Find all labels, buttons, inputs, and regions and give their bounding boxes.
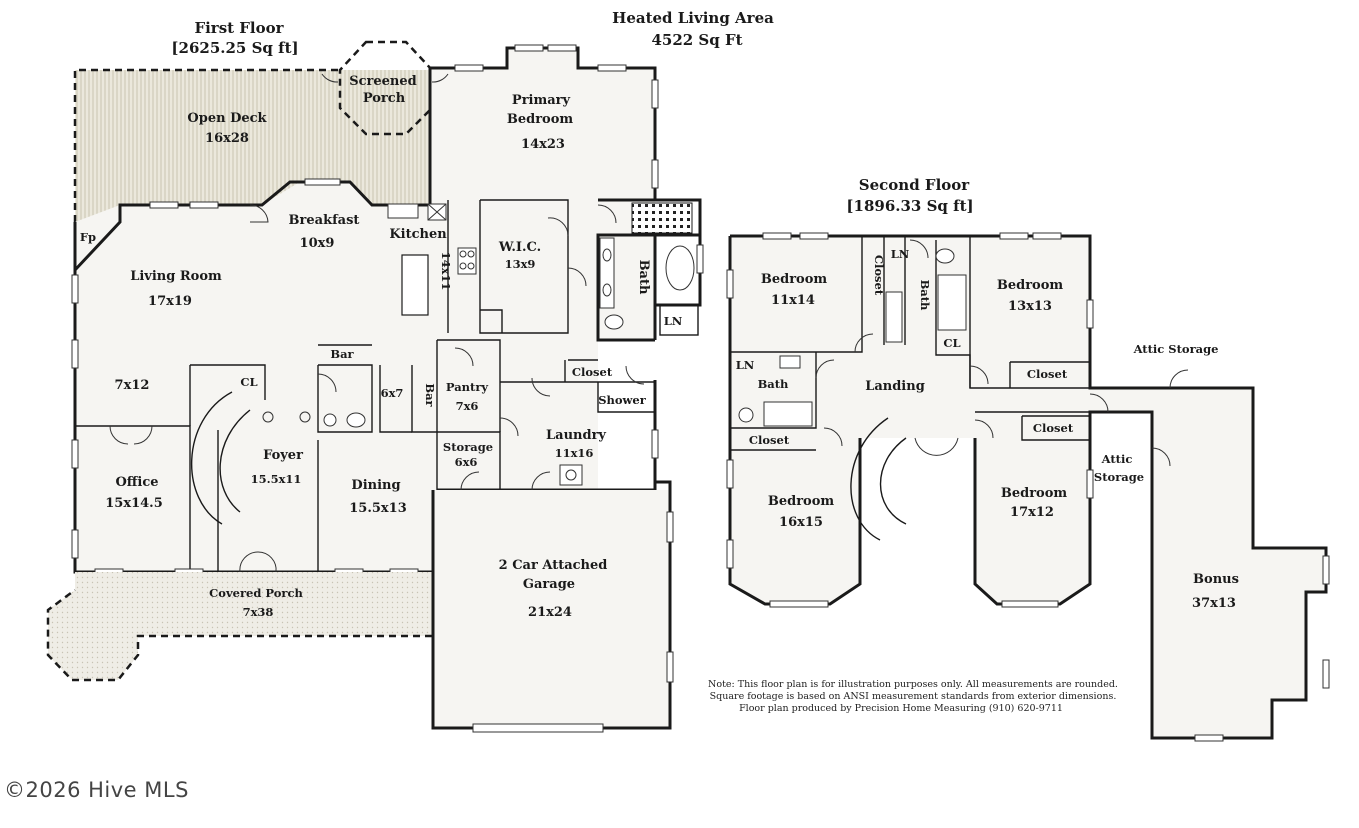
landing-label: Landing [865,379,925,394]
garage-label-1: 2 Car Attached [499,558,608,573]
covered-porch-size: 7x38 [243,605,274,619]
office-size: 15x14.5 [105,496,163,511]
fireplace-label: Fp [80,230,96,244]
closet-17x12-label: Closet [1033,421,1074,435]
open-deck-size: 16x28 [205,131,249,146]
laundry-size: 11x16 [555,446,594,460]
covered-porch-label: Covered Porch [209,586,303,600]
living-room-size: 17x19 [148,294,192,309]
note-line-1: Note: This floor plan is for illustratio… [708,679,1118,690]
attic-storage-label-2b: Storage [1094,470,1144,484]
laundry-label: Laundry [546,428,606,443]
note-line-2: Square footage is based on ANSI measurem… [710,691,1117,702]
primary-linen-label: LN [664,314,683,328]
linen-label-upper: LN [891,247,910,261]
bedroom-11x14-label: Bedroom [761,272,828,287]
half-bath-size: 6x7 [381,386,404,400]
dining-size: 15.5x13 [349,501,407,516]
attic-storage-label-2a: Attic [1101,452,1133,466]
bedroom-13x13-label: Bedroom [997,278,1064,293]
foyer-label: Foyer [263,448,303,463]
closet-16x15-label: Closet [749,433,790,447]
screened-porch-label-2: Porch [363,91,406,106]
kitchen-label: Kitchen [389,227,447,242]
garage-size: 21x24 [528,605,572,620]
bedroom-11x14-size: 11x14 [771,293,815,308]
note-line-3: Floor plan produced by Precision Home Me… [739,703,1063,714]
living-room-label: Living Room [130,269,222,284]
second-floor-title: Second Floor [859,176,970,194]
garage-area [431,480,674,733]
breakfast-size: 10x9 [300,236,335,251]
kitchen-size: 14x11 [439,252,453,291]
first-floor-sqft: [2625.25 Sq ft] [171,39,298,57]
storage-label: Storage [443,440,493,454]
storage-size: 6x6 [455,455,478,469]
heated-area-sqft: 4522 Sq Ft [651,31,742,49]
linen-label-lower: LN [736,358,755,372]
heated-area-title: Heated Living Area [612,9,774,27]
bath-vertical-label: Bath [918,280,932,311]
screened-porch-area [338,40,434,136]
dining-label: Dining [351,478,400,493]
garage-label-2: Garage [523,577,575,592]
breakfast-label: Breakfast [289,213,360,228]
first-floor [46,40,704,733]
bar-label-1: Bar [330,347,354,361]
bedroom-16x15-size: 16x15 [779,515,823,530]
bath-label-lower: Bath [758,377,789,391]
closet-cl-label: CL [943,336,960,350]
bedroom-17x12-label: Bedroom [1001,486,1068,501]
primary-bedroom-label-2: Bedroom [507,112,574,127]
closet-13x13-label: Closet [1027,367,1068,381]
wic-size: 13x9 [505,257,536,271]
attic-storage-label-1: Attic Storage [1133,342,1219,356]
closet-vertical-label: Closet [872,255,886,296]
bedroom-13x13-size: 13x13 [1008,299,1052,314]
second-floor-sqft: [1896.33 Sq ft] [846,197,973,215]
bedroom-16x15-label: Bedroom [768,494,835,509]
nook-size: 7x12 [115,378,150,393]
bar-label-2: Bar [423,383,437,407]
closet-label-cl: CL [240,375,257,389]
screened-porch-label-1: Screened [349,74,417,89]
primary-bedroom-label-1: Primary [512,93,571,108]
closet-label: Closet [572,365,613,379]
primary-bedroom-size: 14x23 [521,137,565,152]
mls-watermark: ©2026 Hive MLS [4,778,189,802]
office-label: Office [115,475,158,490]
first-floor-title: First Floor [194,19,284,37]
open-deck-label: Open Deck [187,111,267,126]
covered-porch-area [48,572,432,680]
shower-label: Shower [598,393,647,407]
bedroom-17x12-size: 17x12 [1010,505,1054,520]
wic-label: W.I.C. [498,240,541,255]
second-floor [726,232,1330,742]
bonus-size: 37x13 [1192,596,1236,611]
primary-bath-label: Bath [636,260,651,295]
pantry-label: Pantry [446,380,489,394]
pantry-size: 7x6 [456,399,479,413]
bonus-label: Bonus [1193,572,1239,587]
foyer-size: 15.5x11 [251,472,302,486]
